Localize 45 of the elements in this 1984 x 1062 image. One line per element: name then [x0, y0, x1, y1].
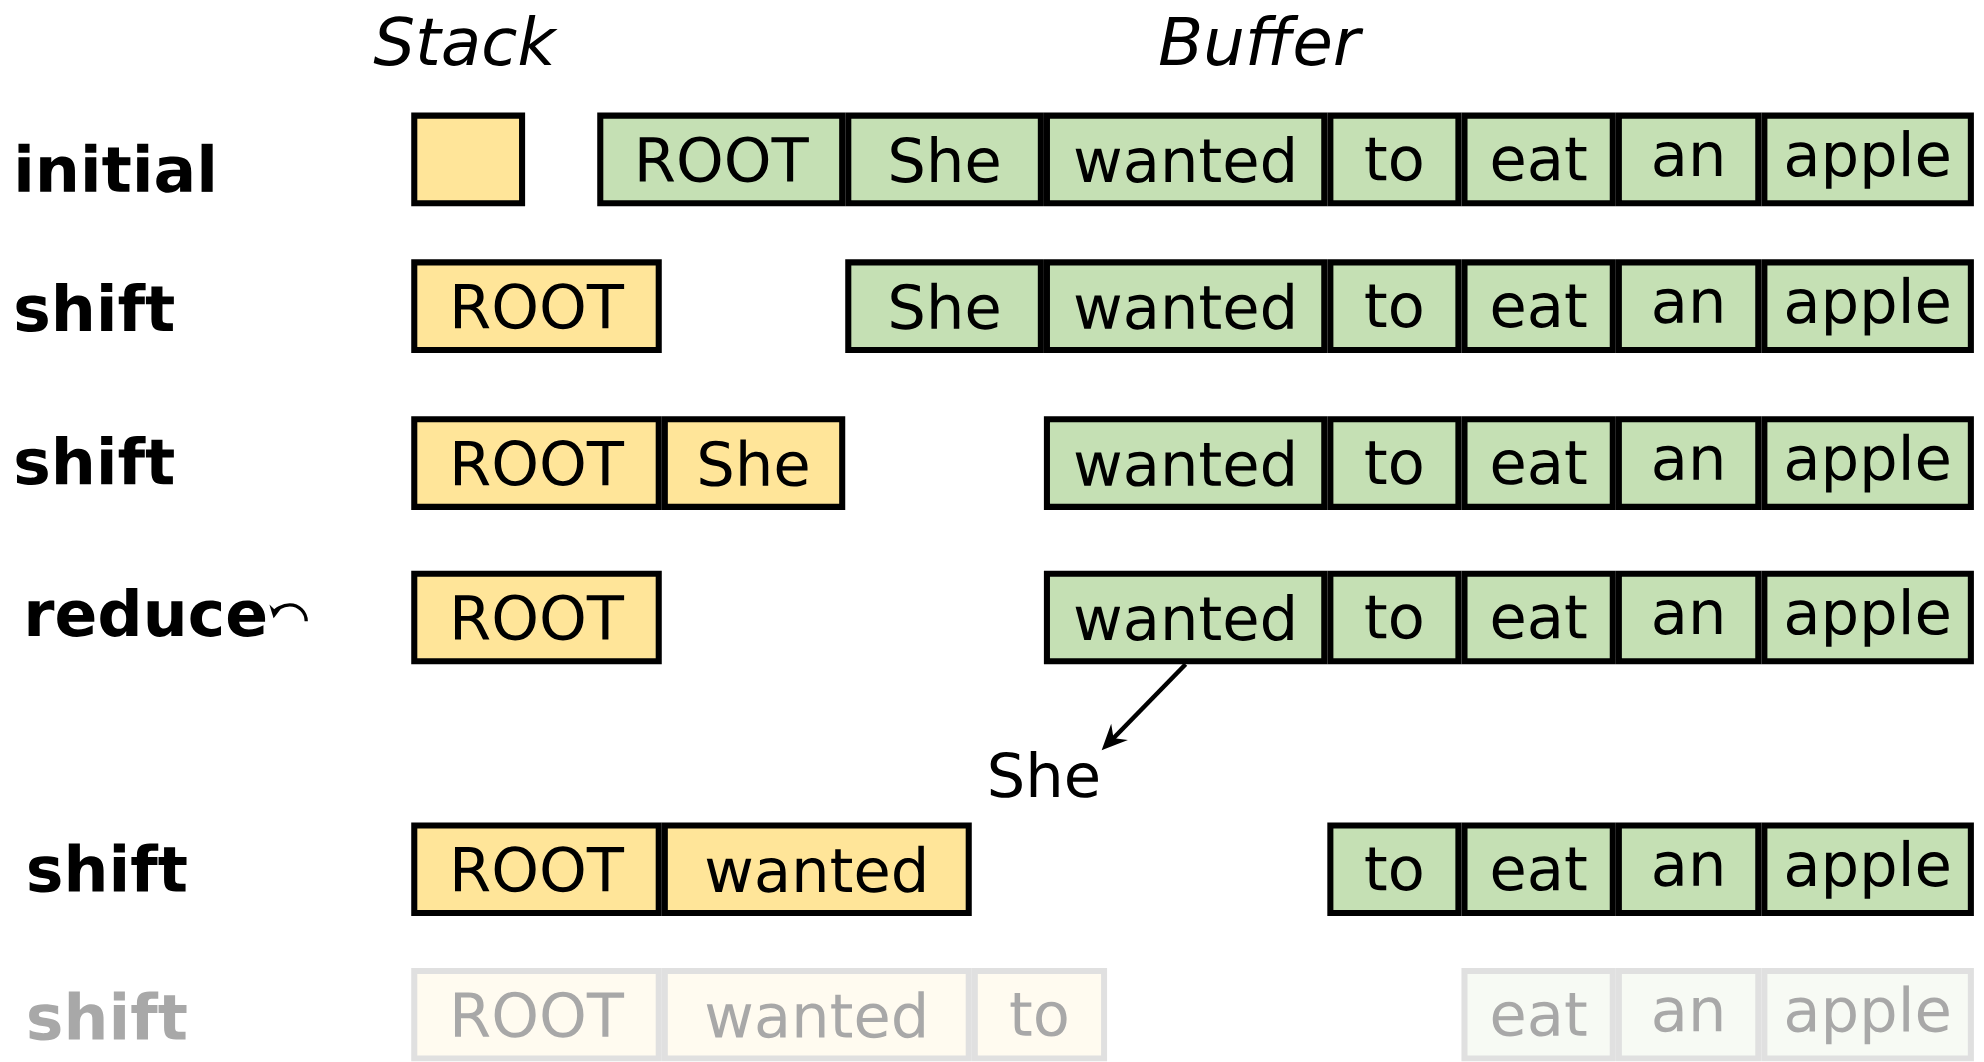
buffer-cell: to	[1327, 416, 1462, 511]
word-label: She	[990, 751, 1098, 799]
stack-cell: She	[661, 416, 846, 511]
action-label: shift	[16, 436, 174, 486]
buffer-cell: eat	[1461, 416, 1616, 511]
buffer-cell: an	[1615, 570, 1762, 665]
buffer-cell: an	[1615, 112, 1762, 207]
buffer-cell: an	[1615, 968, 1762, 1062]
buffer-cell: She	[845, 112, 1044, 207]
column-heading: Stack	[373, 15, 558, 67]
action-label: shift	[29, 991, 187, 1041]
buffer-cell: eat	[1461, 822, 1616, 917]
column-heading: Buffer	[1159, 15, 1364, 67]
buffer-cell: an	[1615, 822, 1762, 917]
buffer-cell: eat	[1461, 968, 1616, 1062]
stack-cell: ROOT	[411, 570, 662, 665]
buffer-cell: eat	[1461, 112, 1616, 207]
stack-cell: ROOT	[411, 416, 662, 511]
buffer-cell: eat	[1461, 570, 1616, 665]
buffer-cell: She	[845, 259, 1044, 354]
stack-cell: ROOT	[411, 259, 662, 354]
stack-cell: to	[971, 968, 1108, 1062]
action-label: shift	[29, 843, 187, 893]
action-label: reduce	[28, 588, 266, 638]
action-label: initial	[18, 144, 213, 193]
buffer-cell: apple	[1761, 259, 1974, 354]
action-label: shift	[16, 283, 174, 333]
buffer-cell: ROOT	[597, 112, 846, 207]
buffer-cell: apple	[1761, 416, 1974, 511]
stack-cell: wanted	[661, 822, 972, 917]
buffer-cell: to	[1327, 570, 1462, 665]
buffer-cell: apple	[1761, 968, 1974, 1062]
stack-cell: ROOT	[411, 968, 662, 1062]
buffer-cell: to	[1327, 112, 1462, 207]
buffer-cell: apple	[1761, 570, 1974, 665]
buffer-cell: apple	[1761, 822, 1974, 917]
buffer-cell: to	[1327, 822, 1462, 917]
buffer-cell: eat	[1461, 259, 1616, 354]
buffer-cell: an	[1615, 259, 1762, 354]
buffer-cell: apple	[1761, 112, 1974, 207]
buffer-cell: an	[1615, 416, 1762, 511]
stack-cell: wanted	[661, 968, 972, 1062]
empty-stack-cell	[411, 112, 526, 207]
buffer-cell: to	[1327, 259, 1462, 354]
stack-cell: ROOT	[411, 822, 662, 917]
